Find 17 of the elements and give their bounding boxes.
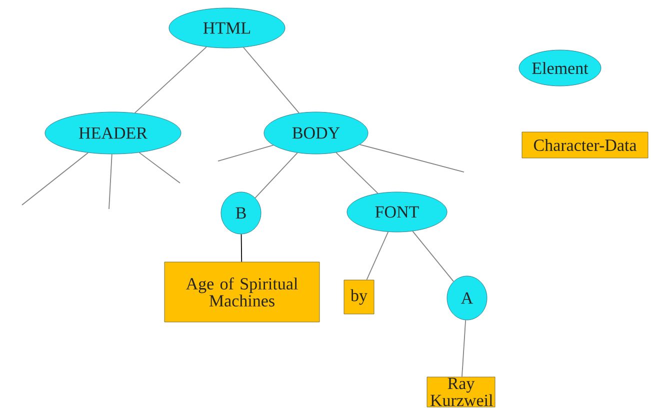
tree-edge	[22, 152, 89, 206]
tree-edge	[462, 320, 466, 378]
tree-edge	[366, 231, 389, 280]
tree-edge	[138, 152, 180, 184]
tree-edge	[254, 152, 298, 198]
tree-edge	[336, 152, 378, 194]
tree-edge	[242, 46, 300, 114]
tree-edge	[134, 46, 207, 114]
character-data-box: Character-Data	[522, 132, 648, 158]
tree-edge	[108, 154, 112, 210]
tree-edge	[412, 230, 454, 282]
character-data-box: by	[344, 280, 374, 314]
character-data-box: Age of Spiritual Machines	[164, 262, 320, 322]
character-data-box: Ray Kurzweil	[426, 376, 496, 408]
tree-edge	[359, 144, 464, 172]
tree-edge	[218, 144, 274, 162]
tree-edge	[240, 234, 242, 262]
